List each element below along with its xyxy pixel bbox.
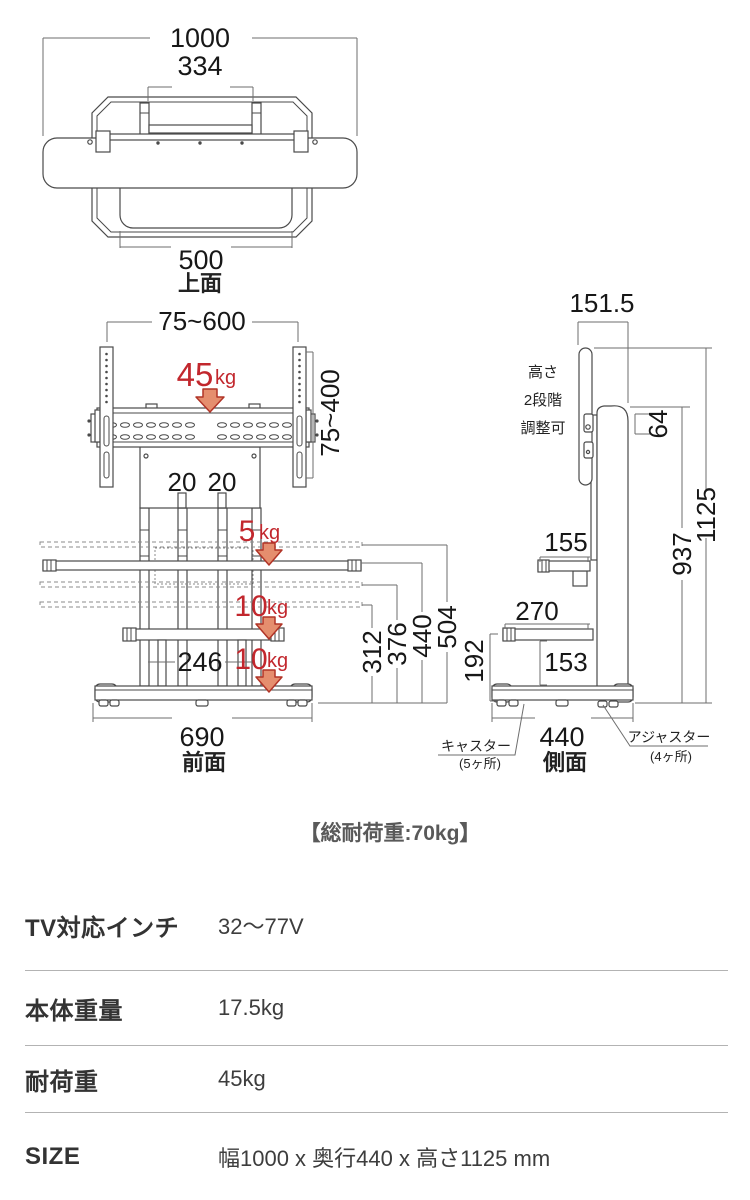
height-note-line2: 2段階 bbox=[524, 392, 562, 409]
vesa-crossbar bbox=[87, 403, 319, 448]
spec-label-weight: 本体重量 bbox=[25, 997, 123, 1025]
spec-label-tv-size: TV対応インチ bbox=[25, 914, 180, 942]
dimension-diagram: 1000 334 500 上面 bbox=[39, 23, 721, 845]
dim-height-376: 376 bbox=[382, 622, 412, 665]
dim-vesa-width: 75~600 bbox=[158, 306, 245, 336]
load-bot-unit: kg bbox=[267, 650, 288, 672]
dim-shelf-top-depth: 155 bbox=[544, 527, 587, 557]
load-bot-value: 10 bbox=[234, 643, 267, 676]
spec-row-load: 耐荷重 45kg bbox=[25, 1046, 728, 1113]
load-top-unit: kg bbox=[259, 522, 280, 544]
upper-shelf bbox=[42, 559, 362, 572]
base-side bbox=[491, 683, 634, 708]
height-note-line3: 調整可 bbox=[520, 420, 565, 437]
load-arrow-bottom bbox=[255, 669, 283, 693]
column-side bbox=[596, 405, 629, 691]
dim-top-bracket: 334 bbox=[177, 51, 222, 81]
dim-total-height: 1125 bbox=[691, 487, 721, 543]
load-mid-value: 10 bbox=[234, 590, 267, 623]
column-plate bbox=[139, 446, 261, 509]
dim-top-depth: 151.5 bbox=[569, 288, 634, 318]
dim-height-440: 440 bbox=[407, 614, 437, 657]
caster-label: キャスター bbox=[441, 738, 511, 754]
spec-table: TV対応インチ 32〜77V 本体重量 17.5kg 耐荷重 45kg SIZE… bbox=[0, 880, 750, 1200]
top-view-label: 上面 bbox=[178, 271, 222, 296]
load-top-value: 5 bbox=[239, 515, 256, 548]
front-view-label: 前面 bbox=[182, 750, 226, 775]
shelf-ghost-low bbox=[39, 601, 363, 608]
mount-bar-top bbox=[101, 133, 304, 141]
spec-value-size: 幅1000 x 奥行440 x 高さ1125 mm bbox=[218, 1145, 551, 1171]
spec-value-weight: 17.5kg bbox=[218, 995, 285, 1020]
bracket-bar-top bbox=[148, 124, 253, 134]
vesa-rail-left bbox=[94, 346, 114, 488]
dim-clearance-192: 192 bbox=[459, 639, 489, 682]
dim-column-height: 937 bbox=[667, 532, 697, 575]
adjuster-callout: アジャスター (4ヶ所) bbox=[602, 704, 711, 764]
dim-height-312: 312 bbox=[357, 630, 387, 673]
dim-gap-64: 64 bbox=[643, 410, 673, 439]
load-tv: 45 kg bbox=[177, 356, 236, 413]
spec-label-load: 耐荷重 bbox=[25, 1068, 99, 1096]
load-bottom: 10 kg bbox=[234, 643, 288, 693]
dim-base-depth: 440 bbox=[539, 722, 584, 752]
spec-row-tv-size: TV対応インチ 32〜77V bbox=[25, 880, 728, 971]
front-view-drawing: 20 20 75~600 75~400 246 690 前面 312 376 4… bbox=[39, 306, 462, 775]
dim-low-153: 153 bbox=[544, 647, 587, 677]
adjuster-count: (4ヶ所) bbox=[650, 749, 692, 764]
dim-shelf-mid-depth: 270 bbox=[515, 596, 558, 626]
load-arrow-tv bbox=[195, 388, 225, 413]
spec-value-load: 45kg bbox=[218, 1066, 266, 1091]
load-tv-unit: kg bbox=[215, 367, 236, 389]
load-tv-value: 45 bbox=[177, 356, 214, 393]
middle-shelf-side bbox=[502, 628, 594, 641]
dim-top-opening: 500 bbox=[178, 245, 223, 275]
load-upper-shelf: 5 kg bbox=[239, 515, 283, 566]
tv-board-top bbox=[42, 137, 358, 189]
adjuster-label: アジャスター bbox=[628, 729, 711, 745]
spec-label-size: SIZE bbox=[25, 1142, 81, 1170]
load-mid-unit: kg bbox=[267, 597, 288, 619]
dim-vesa-height: 75~400 bbox=[315, 369, 345, 456]
side-view-drawing: 151.5 高さ 2段階 調整可 64 937 1125 155 270 153… bbox=[438, 288, 721, 775]
dim-base-width: 690 bbox=[179, 722, 224, 752]
height-note-line1: 高さ bbox=[528, 364, 558, 381]
base-front bbox=[94, 683, 313, 707]
dim-post-left: 20 bbox=[168, 467, 197, 497]
spec-value-tv-size: 32〜77V bbox=[218, 914, 304, 939]
middle-shelf bbox=[122, 627, 285, 642]
dim-inner-width: 246 bbox=[177, 647, 222, 677]
dim-post-right: 20 bbox=[208, 467, 237, 497]
caster-count: (5ヶ所) bbox=[459, 756, 501, 771]
load-arrow-upper bbox=[255, 542, 283, 566]
dim-top-width: 1000 bbox=[170, 23, 230, 53]
load-middle-shelf: 10 kg bbox=[234, 590, 288, 640]
total-load-note: 【総耐荷重:70kg】 bbox=[300, 821, 481, 845]
dim-height-504: 504 bbox=[432, 605, 462, 648]
spec-row-size: SIZE 幅1000 x 奥行440 x 高さ1125 mm bbox=[25, 1113, 728, 1200]
side-view-label: 側面 bbox=[542, 750, 587, 775]
top-view-drawing: 1000 334 500 上面 bbox=[42, 23, 358, 296]
spec-row-weight: 本体重量 17.5kg bbox=[25, 971, 728, 1046]
caster-callout: キャスター (5ヶ所) bbox=[438, 703, 525, 771]
shelf-height-dims: 312 376 440 504 bbox=[318, 544, 462, 704]
shelf-ghost-high bbox=[39, 541, 363, 548]
vesa-rail-right bbox=[292, 346, 312, 488]
load-arrow-middle bbox=[255, 616, 283, 640]
